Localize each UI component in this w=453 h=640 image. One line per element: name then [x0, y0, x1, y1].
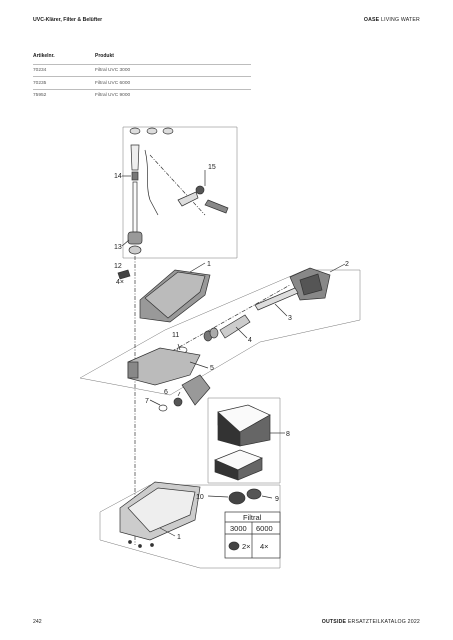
label-10: 10 [196, 494, 204, 501]
filter-table-qty-b: 4× [260, 542, 269, 551]
small-parts-15 [177, 185, 229, 214]
clips-part-12 [117, 269, 131, 280]
uv-lamp-assembly [127, 127, 174, 255]
filter-table-qty-a: 2× [242, 542, 251, 551]
ring-part-7 [158, 404, 168, 412]
lid-part-1 [139, 269, 211, 323]
article-number: 75952 [33, 88, 95, 102]
product-name: Filtral UVC 3000 [95, 63, 251, 77]
filter-quantity-table [224, 511, 281, 559]
label-5: 5 [210, 365, 214, 372]
housing-part-5 [127, 347, 201, 386]
label-qty-4x: 4× [116, 279, 124, 286]
label-1a: 1 [207, 261, 211, 268]
filter-table-col-a: 3000 [230, 524, 247, 533]
product-name: Filtral UVC 6000 [95, 76, 251, 90]
label-8: 8 [286, 431, 290, 438]
label-15: 15 [208, 164, 216, 171]
table-row: 75952 Filtral UVC 9000 [33, 88, 251, 102]
table-row: 70235 Filtral UVC 6000 [33, 76, 251, 90]
footer-catalog-title: OUTSIDE ERSATZTEILKATALOG 2022 [322, 619, 420, 625]
brand-rest: LIVING WATER [379, 17, 420, 23]
group-box-uv-lamp [122, 126, 238, 259]
parts-table-header: Artikelnr. Produkt [33, 53, 251, 65]
catalog-bold: OUTSIDE [321, 619, 347, 625]
label-3: 3 [288, 315, 292, 322]
filter-table-title: Filtral [243, 513, 262, 522]
label-4: 4 [248, 337, 252, 344]
filter-foam-part-8 [214, 404, 271, 481]
pump-part-6 [173, 374, 211, 407]
col-product: Produkt [95, 53, 114, 59]
page-number: 242 [33, 619, 42, 625]
tube-part-4 [219, 314, 251, 339]
parts-table: Artikelnr. Produkt 70234 Filtral UVC 300… [33, 53, 251, 102]
header-brand: OASE LIVING WATER [364, 17, 420, 23]
product-name: Filtral UVC 9000 [95, 88, 251, 102]
article-number: 70234 [33, 63, 95, 77]
base-part-1 [119, 481, 201, 548]
header-section-title: UVC-Klärer, Filter & Belüfter [33, 17, 103, 23]
label-11: 11 [172, 332, 179, 339]
label-7: 7 [145, 398, 149, 405]
label-9: 9 [275, 496, 279, 503]
label-14: 14 [114, 173, 122, 180]
label-2: 2 [345, 261, 349, 268]
label-13: 13 [114, 244, 122, 251]
group-box-foam [207, 397, 281, 484]
assembly-axis-2 [149, 154, 206, 216]
brand-bold: OASE [363, 17, 380, 23]
label-12: 12 [114, 263, 122, 270]
label-1b: 1 [177, 534, 181, 541]
label-6: 6 [164, 389, 168, 396]
col-article: Artikelnr. [33, 53, 55, 59]
uv-unit-part-2 [289, 267, 331, 301]
quartz-tube-part-3 [254, 287, 299, 311]
article-number: 70235 [33, 76, 95, 90]
filter-table-col-b: 6000 [256, 524, 273, 533]
brushes-part-9 [228, 488, 262, 505]
table-row: 70234 Filtral UVC 3000 [33, 63, 251, 77]
catalog-rest: ERSATZTEILKATALOG 2022 [346, 619, 420, 625]
